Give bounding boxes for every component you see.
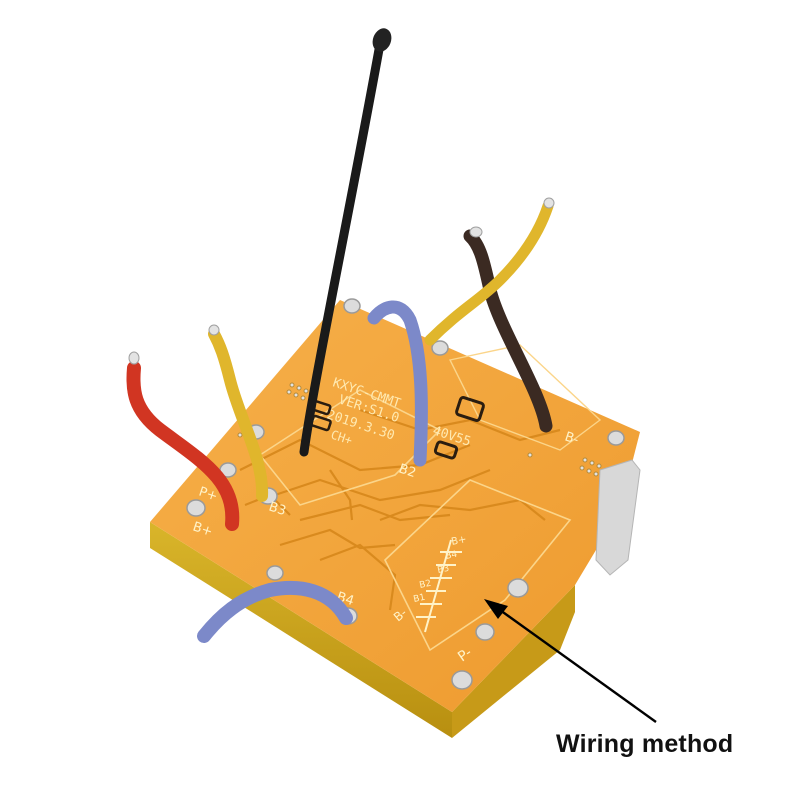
wire-red	[126, 361, 240, 531]
cell-legend-label: B1	[413, 593, 427, 605]
cell-legend-label: B2	[419, 579, 433, 591]
pad-label-b2: B2	[397, 462, 418, 482]
wire-yellow-upper-tip	[543, 197, 555, 209]
pad-label-b3: B3	[267, 500, 288, 520]
pcb-board	[150, 300, 640, 712]
pcb-traces	[239, 408, 561, 611]
resistor-component	[433, 440, 459, 460]
wire-yellow-upper	[424, 200, 554, 346]
wire-brown	[463, 229, 553, 433]
vias	[237, 382, 602, 477]
cell-legend-label: B+	[450, 534, 467, 548]
wire-black-tip	[372, 28, 392, 52]
wire-red-tip	[128, 351, 140, 365]
cell-legend-label: B4	[445, 550, 459, 562]
side-bracket	[595, 459, 641, 576]
wire-blue-b2	[367, 300, 428, 467]
wire-yellow-b3-tip	[208, 324, 220, 336]
pad-label-b-plus: B+	[191, 520, 214, 540]
wire-black	[299, 39, 385, 457]
annotation-arrow	[484, 599, 657, 723]
cell-legend-label: B3	[437, 564, 451, 576]
wire-brown-tip	[469, 226, 483, 238]
pcb-edge	[150, 522, 452, 738]
caption-wiring-method: Wiring method	[556, 730, 734, 758]
mosfet-component	[455, 396, 485, 422]
pad-label-b-minus: B-	[563, 430, 581, 449]
cell-legend: B+ B4 B3 B2 B1 B-	[391, 534, 468, 624]
pad-label-p-plus: P+	[197, 485, 219, 505]
board-print-ch: CH+	[329, 428, 354, 448]
pad-labels: B- B2 B3 B4 B+ P+ P-	[191, 430, 581, 666]
silk-region-right	[384, 479, 572, 652]
wire-yellow-b3	[208, 328, 269, 502]
cell-stack-symbol	[416, 539, 462, 633]
wire-blue-b4	[197, 580, 353, 643]
pcb-edge-right	[452, 585, 575, 738]
